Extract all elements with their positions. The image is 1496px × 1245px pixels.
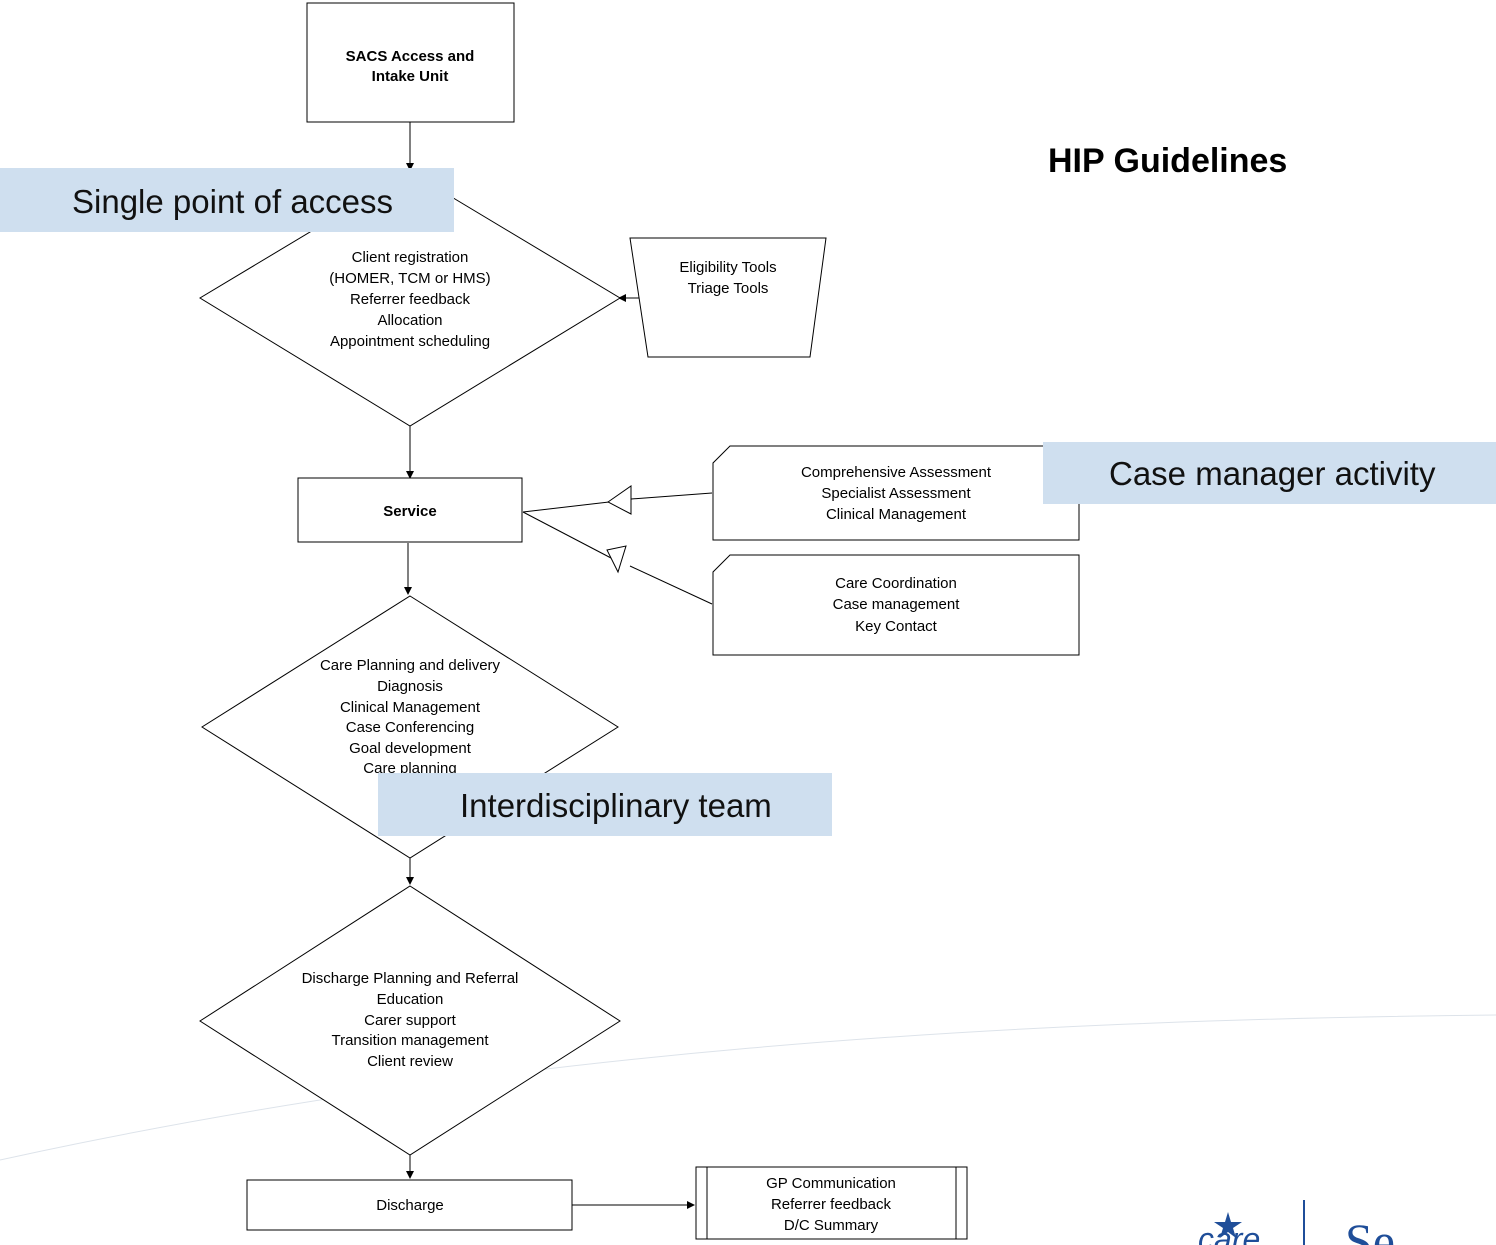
page-title: HIP Guidelines (1048, 142, 1288, 180)
assessment-line-1: Comprehensive Assessment (801, 464, 992, 481)
service-label: Service (383, 503, 436, 520)
tools-trapezoid (629, 237, 827, 358)
generalization-triangle-2 (606, 545, 627, 574)
discharge-box (246, 1179, 573, 1231)
gp-line-3: D/C Summary (784, 1217, 879, 1234)
star-logo-icon: care Se (1198, 1200, 1395, 1245)
connectors (404, 122, 713, 1209)
svg-text:care: care (1198, 1221, 1260, 1245)
case-manager-label: Case manager activity (1109, 455, 1436, 492)
interdisciplinary-banner: Interdisciplinary team (378, 773, 832, 836)
gp-communication-text: GP Communication Referrer feedback D/C S… (766, 1175, 896, 1234)
intake-unit-box (306, 2, 515, 123)
access-line-3: Referrer feedback (350, 291, 471, 308)
coordination-text: Care Coordination Case management Key Co… (833, 575, 961, 635)
coordination-line-1: Care Coordination (835, 575, 957, 592)
tools-line-1: Eligibility Tools (679, 259, 776, 276)
intake-unit-text: SACS Access and Intake Unit (346, 48, 475, 85)
gp-communication-box (695, 1166, 968, 1240)
dp-line-5: Client review (367, 1053, 453, 1070)
edge-service-coordination (522, 511, 612, 559)
edge-service-assessment-2 (630, 492, 713, 500)
care-line-3: Clinical Management (340, 699, 481, 716)
care-line-2: Diagnosis (377, 678, 443, 695)
single-point-label: Single point of access (72, 183, 394, 220)
discharge-planning-text: Discharge Planning and Referral Educatio… (302, 970, 519, 1070)
single-point-banner: Single point of access (0, 168, 454, 232)
service-box (297, 477, 523, 543)
discharge-planning-diamond (199, 885, 621, 1156)
generalization-triangle-1 (607, 485, 632, 515)
assessment-text: Comprehensive Assessment Specialist Asse… (801, 464, 992, 523)
access-text: Client registration (HOMER, TCM or HMS) … (329, 249, 490, 350)
intake-line-2: Intake Unit (372, 68, 449, 85)
edge-service-coordination-2 (629, 565, 713, 605)
assessment-card (712, 445, 1080, 541)
interdisciplinary-label: Interdisciplinary team (460, 787, 772, 824)
dp-line-1: Discharge Planning and Referral (302, 970, 519, 987)
dp-line-3: Carer support (364, 1012, 457, 1029)
care-line-1: Care Planning and delivery (320, 657, 501, 674)
dp-line-2: Education (377, 991, 444, 1008)
dp-line-4: Transition management (331, 1032, 489, 1049)
gp-line-1: GP Communication (766, 1175, 896, 1192)
care-line-6: Care planning (363, 760, 456, 777)
edge-service-assessment (522, 501, 610, 513)
gp-line-2: Referrer feedback (771, 1196, 892, 1213)
svg-text:Se: Se (1345, 1213, 1395, 1245)
access-decision-diamond (199, 171, 621, 427)
background-swoosh (0, 1014, 1496, 1161)
coordination-line-3: Key Contact (855, 618, 938, 635)
access-line-2: (HOMER, TCM or HMS) (329, 270, 490, 287)
care-planning-text: Care Planning and delivery Diagnosis Cli… (320, 657, 501, 777)
case-manager-banner: Case manager activity (1043, 442, 1496, 504)
intake-line-1: SACS Access and (346, 48, 475, 65)
coordination-line-2: Case management (833, 596, 961, 613)
assessment-line-3: Clinical Management (826, 506, 967, 523)
access-line-1: Client registration (352, 249, 469, 266)
access-line-4: Allocation (377, 312, 442, 329)
coordination-card (712, 554, 1080, 656)
access-line-5: Appointment scheduling (330, 333, 490, 350)
assessment-line-2: Specialist Assessment (821, 485, 971, 502)
tools-line-2: Triage Tools (688, 280, 769, 297)
care-line-5: Goal development (349, 740, 472, 757)
care-line-4: Case Conferencing (346, 719, 474, 736)
discharge-label: Discharge (376, 1197, 444, 1214)
tools-text: Eligibility Tools Triage Tools (679, 259, 776, 297)
